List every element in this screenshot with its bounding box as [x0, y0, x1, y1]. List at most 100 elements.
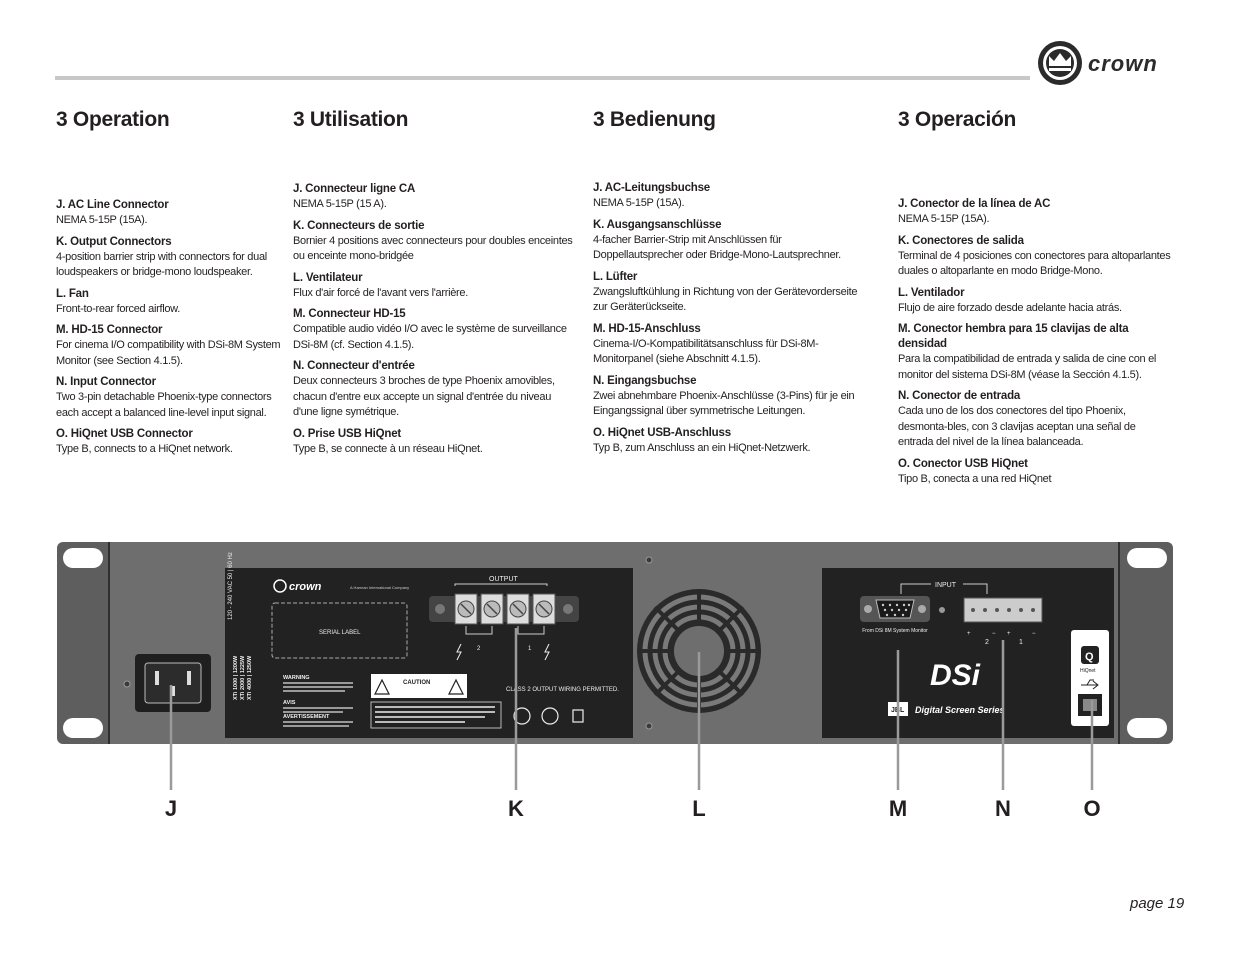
callout-o: O	[1083, 796, 1101, 821]
warning-label: WARNING	[283, 675, 310, 681]
entry-desc: 4-facher Barrier-Strip mit Anschlüssen f…	[593, 233, 841, 262]
entry-title: O. Prise USB HiQnet	[293, 427, 402, 440]
entry-desc: Two 3-pin detachable Phoenix-type connec…	[56, 391, 272, 419]
section-heading: 3 Operation	[56, 108, 170, 131]
crown-logo: crown	[1038, 41, 1158, 85]
output-terminal-block: OUTPUT 2 1	[429, 576, 579, 661]
entry-desc: Typ B, zum Anschluss an ein HiQnet-Netzw…	[593, 441, 811, 454]
entry-desc: Tipo B, conecta a una red HiQnet	[898, 472, 1052, 485]
entry-title: N. Conector de entrada	[898, 390, 1021, 402]
entry-desc: Cada uno de los dos conectores del tipo …	[898, 405, 1136, 448]
entry-desc: Flujo de aire forzado desde adelante hac…	[898, 301, 1122, 314]
output-ch1: 1	[528, 646, 532, 652]
output-ch2: 2	[477, 646, 481, 652]
svg-text:−: −	[992, 631, 996, 637]
panel-brand: crown	[289, 581, 322, 593]
model-label: XTi 4000 | 1250W	[247, 655, 253, 700]
input-ch1: 1	[1019, 639, 1023, 646]
avis-label: AVIS	[283, 700, 296, 706]
callout-m: M	[888, 796, 908, 821]
class2-label: CLASS 2 OUTPUT WIRING PERMITTED.	[506, 687, 619, 693]
input-label: INPUT	[935, 582, 957, 589]
entry-desc: NEMA 5-15P (15A).	[56, 214, 148, 226]
brand-wordmark: crown	[1088, 51, 1158, 76]
entry-list: J. Conector de la línea de AC NEMA 5-15P …	[898, 197, 1173, 493]
entry-title: N. Eingangsbuchse	[593, 374, 697, 387]
entry-title: K. Ausgangsanschlüsse	[593, 218, 722, 231]
caution-label: CAUTION	[403, 680, 430, 686]
entry-desc: Zwangsluftkühlung in Richtung von der Ge…	[593, 285, 858, 314]
ac-inlet	[135, 654, 211, 712]
entry-title: O. Conector USB HiQnet	[898, 457, 1028, 470]
entry-title: L. Ventilateur	[293, 271, 363, 284]
input-ch2: 2	[985, 639, 989, 646]
entry-title: O. HiQnet USB Connector	[56, 428, 193, 440]
entry-title: L. Ventilador	[898, 286, 965, 299]
brand-sub: A Harman International Company	[350, 585, 409, 590]
entry-title: O. HiQnet USB-Anschluss	[593, 426, 731, 439]
entry-desc: Zwei abnehmbare Phoenix-Anschlüsse (3-Pi…	[593, 389, 855, 418]
entry-desc: Cinema-I/O-Kompatibilitätsanschluss für …	[593, 337, 819, 366]
callout-j: J	[164, 796, 178, 821]
section-heading: 3 Bedienung	[593, 108, 716, 131]
header-rule	[55, 76, 1030, 80]
entry-title: J. AC-Leitungsbuchse	[593, 182, 710, 194]
entry-desc: Bornier 4 positions avec connecteurs pou…	[293, 234, 573, 263]
callout-l: L	[692, 796, 706, 821]
amplifier-rear-panel: 120 - 240 VAC 50 | 60 Hz XTi 1000 | 1200…	[57, 542, 1173, 744]
entry-desc: Compatible audio vidéo I/O avec le systè…	[293, 323, 567, 351]
entry-desc: Para la compatibilidad de entrada y sali…	[898, 353, 1157, 381]
model-label: XTi 1000 | 1200W	[233, 655, 239, 700]
section-heading: 3 Operación	[898, 108, 1017, 131]
phoenix-input: +− +− 2 1	[963, 597, 1043, 646]
entry-title: N. Connecteur d'entrée	[293, 360, 415, 372]
entry-desc: For cinema I/O compatibility with DSi-8M…	[56, 339, 281, 367]
entry-desc: 4-position barrier strip with connectors…	[56, 250, 267, 279]
serial-label: SERIAL LABEL	[319, 630, 361, 636]
entry-title: L. Lüfter	[593, 270, 638, 283]
svg-text:+: +	[1007, 631, 1011, 637]
entry-title: J. Conector de la línea de AC	[898, 198, 1051, 210]
dsi-logo: DSi	[930, 659, 981, 692]
entry-desc: NEMA 5-15P (15 A).	[293, 198, 387, 210]
hiqnet-label: HiQnet	[1080, 668, 1096, 674]
entry-m: M. Conector hembra para 15 clavijas de a…	[898, 322, 1173, 383]
entry-desc: NEMA 5-15P (15A).	[898, 213, 990, 225]
usb-hiqnet-connector: Q HiQnet	[1071, 630, 1109, 726]
entry-desc: Terminal de 4 posiciones con conectores …	[898, 249, 1171, 278]
callout-k: K	[508, 796, 524, 821]
output-label: OUTPUT	[489, 576, 519, 583]
series-label: Digital Screen Series	[915, 705, 1005, 715]
entry-title: K. Connecteurs de sortie	[293, 219, 425, 232]
voltage-label: 120 - 240 VAC 50 | 60 Hz	[228, 552, 234, 620]
entry-j: J. Conector de la línea de AC NEMA 5-15P …	[898, 197, 1173, 228]
entry-title: M. Connecteur HD-15	[293, 308, 406, 320]
model-label: XTi 2000 | 1225W	[240, 655, 246, 700]
section-heading: 3 Utilisation	[293, 108, 409, 131]
entry-title: M. HD-15-Anschluss	[593, 322, 701, 335]
entry-desc: Type B, se connecte à un réseau HiQnet.	[293, 442, 483, 455]
